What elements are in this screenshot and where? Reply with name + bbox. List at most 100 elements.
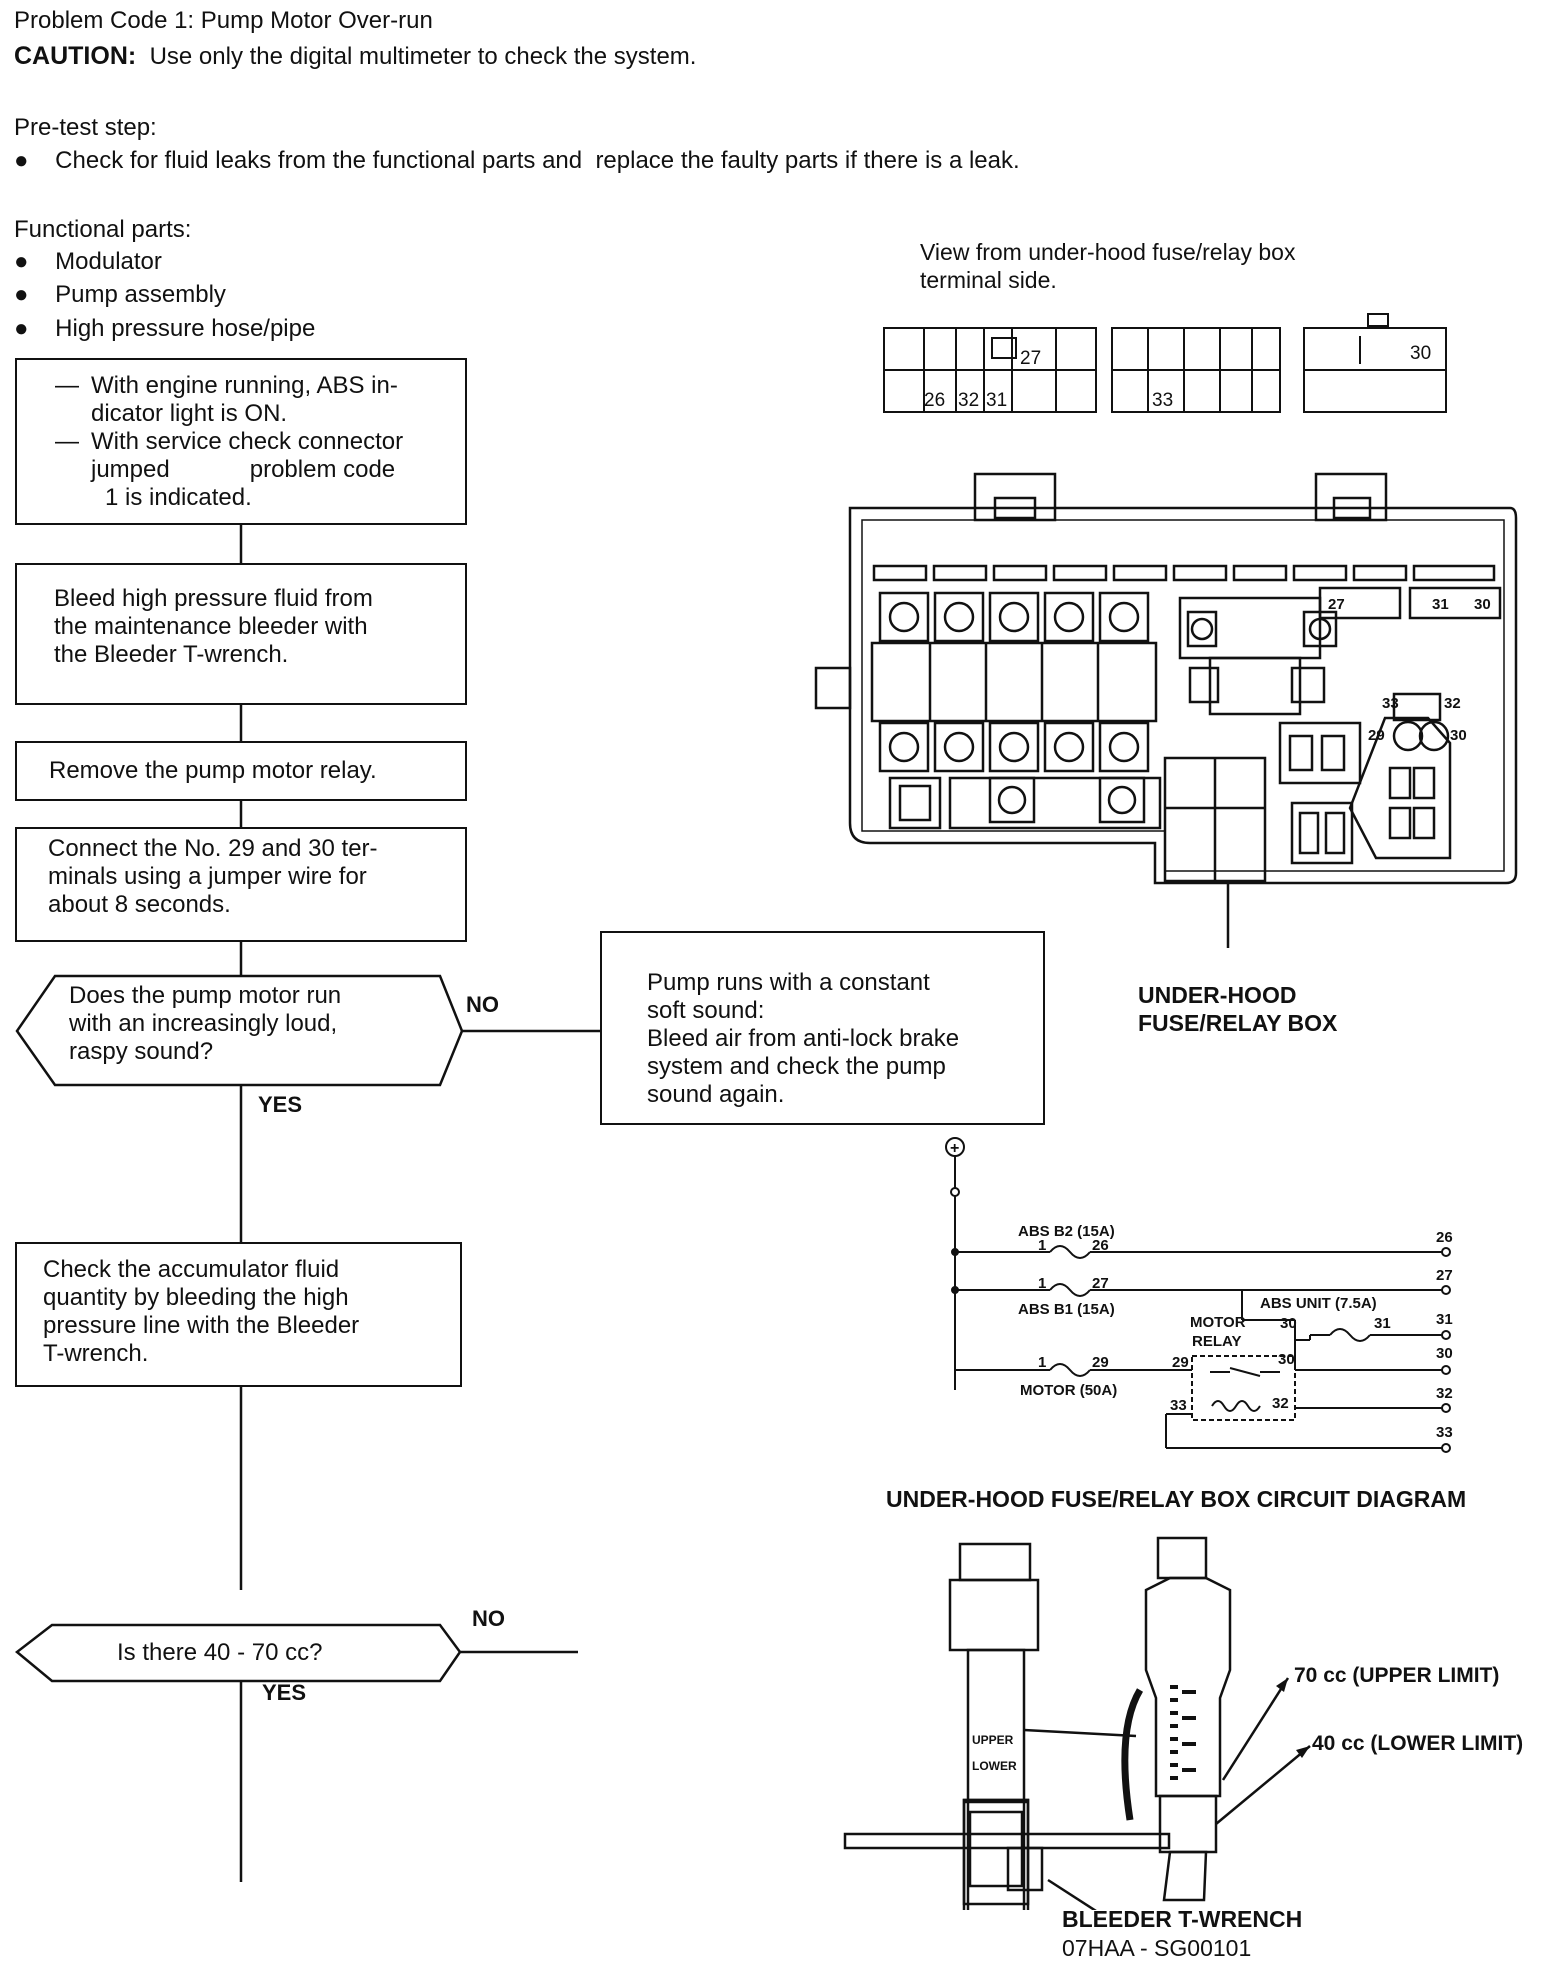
flow-text: minals using a jumper wire for xyxy=(48,863,367,890)
functional-item: ● High pressure hose/pipe xyxy=(14,314,315,343)
pin-label: 27 xyxy=(1092,1275,1109,1292)
circuit-diagram-title: UNDER-HOOD FUSE/RELAY BOX CIRCUIT DIAGRA… xyxy=(886,1486,1467,1512)
terminal-label: 30 xyxy=(1450,727,1467,744)
battery-plus-label: + xyxy=(950,1140,959,1157)
flow-text: with an increasingly loud, xyxy=(69,1010,338,1037)
terminal-label: 30 xyxy=(1410,343,1431,364)
flow-step-jumper: Connect the No. 29 and 30 ter- minals us… xyxy=(15,827,467,942)
decision2-text: Is there 40 - 70 cc? xyxy=(117,1639,323,1666)
terminal-label: 27 xyxy=(1436,1267,1453,1284)
pin-label: 1 xyxy=(1038,1237,1046,1254)
fuse-relay-box-drawing: 27 31 30 33 32 29 30 xyxy=(814,472,1518,948)
pin-label: 32 xyxy=(1272,1395,1289,1412)
pin-label: 30 xyxy=(1278,1351,1295,1368)
flow-step-check-accumulator: Check the accumulator fluid quantity by … xyxy=(15,1242,462,1387)
pin-label: 29 xyxy=(1092,1354,1109,1371)
tool-name: BLEEDER T-WRENCH xyxy=(1062,1906,1303,1932)
terminal-label: 27 xyxy=(1020,348,1041,369)
lower-limit-label: 40 cc (LOWER LIMIT) xyxy=(1312,1732,1524,1755)
pin-label: 1 xyxy=(1038,1275,1046,1292)
flow-step-bleed: Bleed high pressure fluid from the maint… xyxy=(15,563,467,705)
decision1-text: with an increasingly loud, xyxy=(69,1010,337,1038)
functional-item-text: Pump assembly xyxy=(55,281,226,308)
flow-text: soft sound: xyxy=(647,997,765,1024)
fuse-label: MOTOR (50A) xyxy=(1020,1382,1117,1399)
terminal-label: 31 xyxy=(986,390,1007,411)
functional-item: ● Pump assembly xyxy=(14,280,226,309)
pin-label: 26 xyxy=(1092,1237,1109,1254)
functional-heading: Functional parts: xyxy=(14,216,192,243)
scale-mark: UPPER xyxy=(972,1733,1014,1747)
terminal-label: 32 xyxy=(1444,695,1461,712)
bullet-icon: ● xyxy=(14,281,29,308)
fusebox-label: FUSE/RELAY BOX xyxy=(1138,1010,1338,1036)
no-label: NO xyxy=(472,1606,505,1631)
pretest-heading: Pre-test step: xyxy=(14,114,157,141)
flow-text: Check the accumulator fluid xyxy=(43,1256,340,1283)
flow-text: T-wrench. xyxy=(43,1340,149,1367)
fuse-label: ABS UNIT (7.5A) xyxy=(1260,1295,1377,1312)
flow-text: With engine running, ABS in- xyxy=(91,372,398,399)
view-caption: terminal side. xyxy=(920,267,1057,293)
relay-label: RELAY xyxy=(1192,1333,1241,1350)
caution-text: Use only the digital multimeter to check… xyxy=(149,43,697,70)
caution-label: CAUTION: xyxy=(14,42,137,70)
flow-text: the Bleeder T-wrench. xyxy=(54,641,289,668)
connector-terminal-view: 27 26 32 31 33 30 xyxy=(883,313,1447,413)
flow-text: the maintenance bleeder with xyxy=(54,613,368,640)
flow-text: With service check connector xyxy=(91,428,404,455)
caution-line: CAUTION: Use only the digital multimeter… xyxy=(14,42,696,71)
tool-part-number: 07HAA - SG00101 xyxy=(1062,1935,1252,1961)
flow-text: system and check the pump xyxy=(647,1053,946,1080)
yes-label: YES xyxy=(258,1092,303,1117)
dash-icon: — xyxy=(55,428,79,455)
decision1-shape xyxy=(15,974,464,1087)
flow-step-remove-relay: Remove the pump motor relay. xyxy=(15,741,467,801)
flow-text: dicator light is ON. xyxy=(91,400,288,427)
flow-text: Remove the pump motor relay. xyxy=(49,757,377,784)
fuse-label: ABS B1 (15A) xyxy=(1018,1301,1115,1318)
scale-mark: LOWER xyxy=(972,1759,1017,1773)
terminal-label: 31 xyxy=(1436,1311,1453,1328)
terminal-label: 29 xyxy=(1368,727,1385,744)
pin-label: 30 xyxy=(1280,1315,1297,1332)
functional-item: ● Modulator xyxy=(14,247,162,276)
bullet-icon: ● xyxy=(14,248,29,275)
fuse-label: ABS B2 (15A) xyxy=(1018,1223,1115,1240)
terminal-label: 30 xyxy=(1436,1345,1453,1362)
flow-text: Pump runs with a constant xyxy=(647,969,930,996)
flow-text: raspy sound? xyxy=(69,1038,214,1065)
pin-label: 31 xyxy=(1374,1315,1391,1332)
flow-text: jumped problem code xyxy=(91,456,396,483)
terminal-label: 32 xyxy=(1436,1385,1453,1402)
dash-icon: — xyxy=(55,372,79,399)
pin-label: 1 xyxy=(1038,1354,1046,1371)
decision1-text: Does the pump motor run xyxy=(69,982,341,1010)
decision2-shape xyxy=(14,1623,462,1683)
functional-item-text: High pressure hose/pipe xyxy=(55,315,316,342)
fusebox-label: UNDER-HOOD xyxy=(1138,982,1297,1008)
flow-text: Bleed high pressure fluid from xyxy=(54,585,373,612)
view-caption: View from under-hood fuse/relay box xyxy=(920,239,1296,265)
bullet-icon: ● xyxy=(14,147,29,174)
terminal-label: 30 xyxy=(1474,596,1491,613)
flow-text: Bleed air from anti-lock brake xyxy=(647,1025,960,1052)
terminal-label: 33 xyxy=(1436,1424,1453,1441)
flow-text: Does the pump motor run xyxy=(69,982,342,1009)
upper-limit-label: 70 cc (UPPER LIMIT) xyxy=(1294,1664,1500,1687)
pretest-item-text: Check for fluid leaks from the functiona… xyxy=(55,147,1020,174)
flow-text: Connect the No. 29 and 30 ter- xyxy=(48,835,378,862)
terminal-label: 32 xyxy=(958,390,979,411)
terminal-label: 31 xyxy=(1432,596,1449,613)
pin-label: 29 xyxy=(1172,1354,1189,1371)
functional-item-text: Modulator xyxy=(55,248,162,275)
flow-text: quantity by bleeding the high xyxy=(43,1284,349,1311)
yes-label: YES xyxy=(262,1680,307,1705)
bullet-icon: ● xyxy=(14,315,29,342)
decision1-text: raspy sound? xyxy=(69,1038,213,1066)
terminal-label: 26 xyxy=(1436,1229,1453,1246)
pretest-item: ● Check for fluid leaks from the functio… xyxy=(14,146,1020,175)
terminal-label: 26 xyxy=(924,390,945,411)
page-title: Problem Code 1: Pump Motor Over-run xyxy=(14,7,433,34)
